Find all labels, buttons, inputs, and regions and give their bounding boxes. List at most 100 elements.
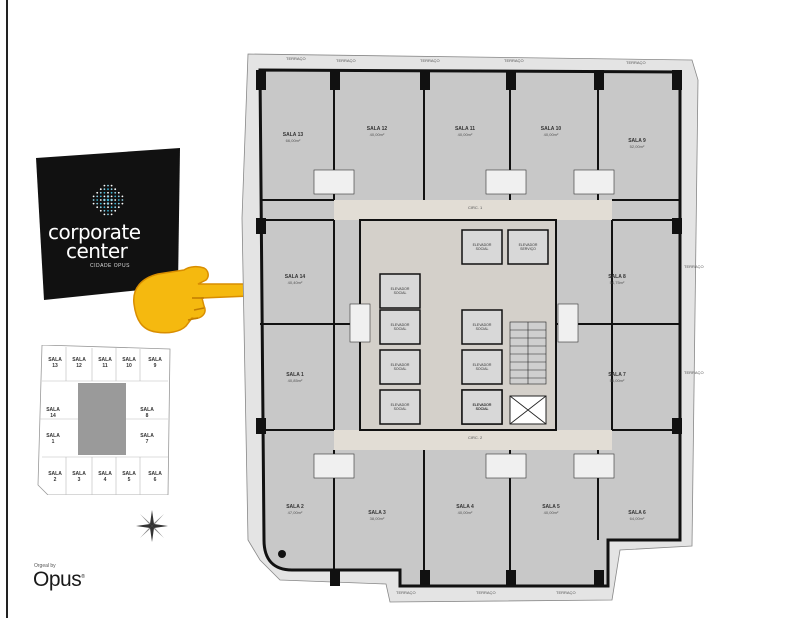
logo-dot [96,206,99,209]
logo-dot [92,195,95,198]
logo-dot [110,213,113,216]
elevator-label: ELEVADOR SOCIAL [390,363,410,371]
logo-dot [92,202,95,205]
key-plan-room-label: SALA 4 [98,471,112,483]
room-name: SALA 12 [366,126,388,132]
logo-dot [117,206,120,209]
terrace-label: TERRAÇO [476,590,496,595]
logo-dot-emblem [92,184,124,216]
logo-dot [114,191,117,194]
terrace-label: TERRAÇO [336,58,356,63]
logo-dot [110,209,113,212]
room-name: SALA 4 [456,504,474,510]
room-area: 47,00m² [287,510,303,515]
key-plan-room-label: SALA 5 [122,471,136,483]
bathrooms [313,169,615,479]
logo-dot [107,188,109,191]
room-name: SALA 6 [628,510,646,516]
logo-dot [110,202,113,205]
logo-line-1: corporate [48,220,141,244]
staircase [509,321,547,385]
structural-columns [256,70,682,586]
logo-dot [107,184,109,187]
room-area: 40,00m² [369,132,385,137]
elevator-shaft [379,273,421,309]
elevator-label: ELEVADOR SOCIAL [390,403,410,411]
logo-dot [114,195,117,198]
key-plan-room-label: SALA 8 [140,407,154,419]
logo-dot [114,206,117,209]
logo-dot [103,213,106,216]
logo-dot [121,195,124,198]
logo-dot [121,199,124,201]
key-plan-room-label: SALA 13 [48,357,62,369]
logo-dot [103,209,106,212]
terrace-label: TERRAÇO [556,590,576,595]
terrace-label: TERRAÇO [684,370,704,375]
room-area: 54,75m² [609,280,625,285]
logo-line-2: center [66,239,128,263]
logo-dot [92,199,95,201]
elevator-label: ELEVADOR SOCIAL [472,403,492,411]
elevator-shaft [507,229,549,265]
elevator-shaft [461,229,503,265]
logo-dot [107,213,109,216]
room-area: 66,00m² [285,138,301,143]
logo-subtitle: CIDADE OPUS [90,263,130,269]
key-plan-room-label: SALA 3 [72,471,86,483]
left-border-line [6,0,8,618]
logo-dot [121,202,124,205]
logo-dot [114,209,117,212]
logo-dot [114,199,117,201]
logo-dot [103,195,106,198]
room-area: 40,40m² [287,280,303,285]
logo-dot [99,206,102,209]
logo-dot [103,206,106,209]
room-name: SALA 1 [286,372,304,378]
opus-brand-logo: Opus® [33,568,85,592]
elevator-shaft [379,349,421,385]
compass-rose-icon [134,508,170,549]
elevator-label: ELEVADOR SOCIAL [472,363,492,371]
logo-dot [110,191,113,194]
elevator-label: ELEVADOR SOCIAL [472,403,492,411]
key-plan-room-label: SALA 6 [148,471,162,483]
logo-dot [99,202,102,205]
logo-dot [117,199,120,201]
logo-dot [117,191,120,194]
elevator-shaft [461,309,503,345]
room-name: SALA 3 [368,510,386,516]
circulation-label: CIRC. 2 [468,435,483,440]
room-area: 40,00m² [457,510,473,515]
terrace-label: TERRAÇO [684,264,704,269]
logo-dot [117,202,120,205]
room-area: 40,00m² [543,132,559,137]
logo-dot [106,198,110,202]
logo-dot [103,191,106,194]
logo-dot [99,191,102,194]
logo-card-background [36,148,180,300]
logo-dot [103,184,106,187]
key-plan-room-label: SALA 12 [72,357,86,369]
opus-brand-mark: ® [81,574,85,580]
logo-dot [106,195,110,198]
logo-dot [103,202,106,205]
terrace-label: TERRAÇO [504,58,524,63]
terrace-label: TERRAÇO [396,590,416,595]
opus-brand-name: Opus [33,568,82,591]
logo-dot [107,209,109,212]
room-name: SALA 5 [542,504,560,510]
